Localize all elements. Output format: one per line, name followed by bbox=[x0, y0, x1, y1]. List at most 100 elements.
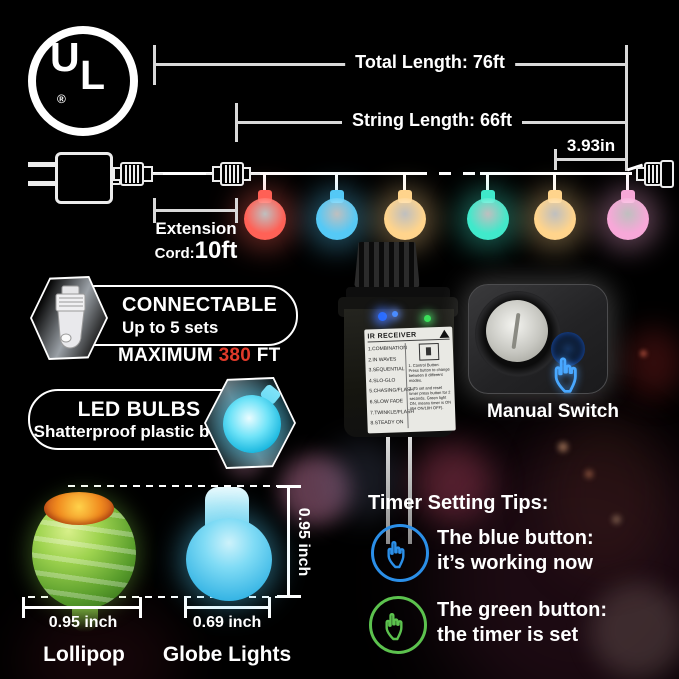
led-bulbs-title: LED BULBS bbox=[77, 398, 201, 421]
green-tip-line2: the timer is set bbox=[437, 624, 579, 646]
ul-letter-u: U bbox=[50, 34, 80, 80]
green-tip-line1: The green button: bbox=[437, 599, 607, 621]
total-length-tick-left bbox=[153, 45, 156, 85]
blue-led bbox=[378, 312, 387, 321]
timer-tips-heading: Timer Setting Tips: bbox=[368, 492, 549, 514]
light-string-wire-dashed bbox=[415, 172, 480, 175]
bokeh-pink bbox=[280, 455, 350, 525]
bulb-blue bbox=[316, 198, 358, 240]
globe-width-tick-right bbox=[268, 597, 271, 618]
blue-led-small bbox=[392, 311, 398, 317]
globe-height-label: 0.95 inch bbox=[295, 507, 312, 577]
connectable-subtitle: Up to 5 sets bbox=[122, 318, 219, 337]
ir-note-2: 2. To set and reset timer press button f… bbox=[409, 384, 452, 412]
light-string-wire-2 bbox=[480, 172, 632, 175]
ir-prong-left bbox=[386, 436, 390, 544]
lollipop-width-line bbox=[23, 606, 141, 609]
globe-bulb-photo bbox=[186, 518, 272, 601]
extension-label-line1: Extension bbox=[155, 219, 237, 238]
bokeh-pale bbox=[590, 583, 679, 678]
plug-prong-bottom bbox=[28, 181, 56, 186]
bulb-stem bbox=[263, 175, 266, 192]
ir-mode: 3.SEQUENTIAL bbox=[368, 366, 405, 374]
maximum-length-note: MAXIMUM 380 FT bbox=[118, 345, 281, 367]
ir-mode: 6.SLOW FADE bbox=[369, 398, 404, 406]
globe-name: Globe Lights bbox=[162, 643, 292, 666]
string-length-label: String Length: 66ft bbox=[342, 110, 522, 131]
blue-tip-line2: it’s working now bbox=[437, 552, 593, 574]
bulb-amber-2 bbox=[534, 198, 576, 240]
connector-photo-icon bbox=[55, 285, 86, 349]
cord-connector-1 bbox=[113, 162, 163, 186]
manual-switch-label: Manual Switch bbox=[487, 401, 619, 422]
bulb-stem bbox=[486, 175, 489, 192]
globe-width-line bbox=[185, 606, 270, 609]
switch-blue-button bbox=[551, 332, 585, 366]
ir-mode: 1.COMBINATION bbox=[367, 345, 408, 353]
connectable-title: CONNECTABLE bbox=[122, 294, 278, 316]
globe-width-tick-left bbox=[184, 597, 187, 618]
bulb-teal bbox=[467, 198, 509, 240]
bulb-stem bbox=[626, 175, 629, 192]
switch-knob bbox=[486, 300, 548, 362]
light-string-wire bbox=[117, 172, 415, 175]
height-tick-bottom bbox=[277, 595, 301, 598]
bokeh-glint-3 bbox=[612, 515, 621, 524]
lollipop-flower bbox=[44, 492, 114, 525]
green-hand-icon bbox=[369, 596, 427, 654]
maximum-suffix: FT bbox=[251, 345, 281, 366]
ir-mode-list: 1.COMBINATION 2.IN WAVES 3.SEQUENTIAL 4.… bbox=[367, 343, 414, 429]
lollipop-width-tick-right bbox=[139, 597, 142, 618]
bulb-stem bbox=[403, 175, 406, 192]
power-plug bbox=[55, 152, 113, 204]
ir-receiver-knob bbox=[354, 242, 420, 290]
bulb-red bbox=[244, 198, 286, 240]
plug-prong-top bbox=[28, 162, 56, 167]
ir-receiver-knob-base bbox=[346, 287, 450, 300]
bulb-stem bbox=[553, 175, 556, 192]
bulb-spacing-line bbox=[556, 158, 627, 161]
right-extension-tick bbox=[625, 45, 628, 171]
led-bulb-hexagon bbox=[204, 377, 296, 469]
connectable-badge: CONNECTABLE Up to 5 sets bbox=[66, 285, 298, 346]
connector-hexagon bbox=[30, 276, 108, 360]
bokeh-prong-glow bbox=[412, 442, 492, 522]
hand-tap-icon bbox=[554, 357, 577, 393]
maximum-prefix: MAXIMUM bbox=[118, 345, 219, 366]
manual-switch-device bbox=[468, 284, 608, 394]
ir-mode: 8.STEADY ON bbox=[370, 419, 404, 427]
green-button-tip: The green button: the timer is set bbox=[437, 598, 607, 648]
height-dim-line bbox=[287, 487, 290, 598]
bokeh-glint-4 bbox=[640, 350, 647, 357]
globe-width-label: 0.69 inch bbox=[192, 614, 262, 631]
lollipop-name: Lollipop bbox=[43, 643, 125, 666]
bulb-amber-1 bbox=[384, 198, 426, 240]
ir-receiver-label: IR RECEIVER 1.COMBINATION 2.IN WAVES 3.S… bbox=[364, 326, 456, 434]
extension-label-line2: Cord:10ft bbox=[155, 237, 238, 265]
hand-tap-icon bbox=[385, 612, 403, 641]
ir-prong-right bbox=[408, 436, 412, 544]
lollipop-width-label: 0.95 inch bbox=[48, 614, 118, 631]
string-length-tick-left bbox=[235, 103, 238, 142]
led-bulbs-subtitle: Shatterproof plastic bulbs bbox=[33, 422, 245, 441]
bokeh-glint-1 bbox=[558, 442, 568, 452]
bokeh-red bbox=[625, 328, 679, 398]
led-bulb-photo bbox=[223, 395, 281, 453]
green-led bbox=[424, 315, 431, 322]
bulb-stem bbox=[335, 175, 338, 192]
control-button-icon bbox=[418, 342, 440, 361]
extension-line bbox=[155, 209, 237, 212]
registered-mark: ® bbox=[57, 92, 66, 106]
bulb-spacing-label: 3.93in bbox=[566, 136, 616, 155]
maximum-value: 380 bbox=[218, 345, 252, 366]
lollipop-width-tick-left bbox=[22, 597, 25, 618]
end-connector bbox=[636, 160, 674, 188]
height-dash-bottom bbox=[28, 596, 288, 598]
extension-tick-left bbox=[153, 198, 156, 223]
bokeh-warm bbox=[545, 415, 665, 575]
hand-tap-icon bbox=[387, 540, 405, 569]
cord-connector-2 bbox=[206, 162, 260, 186]
extension-tick-right bbox=[235, 198, 238, 223]
bulb-pink bbox=[607, 198, 649, 240]
